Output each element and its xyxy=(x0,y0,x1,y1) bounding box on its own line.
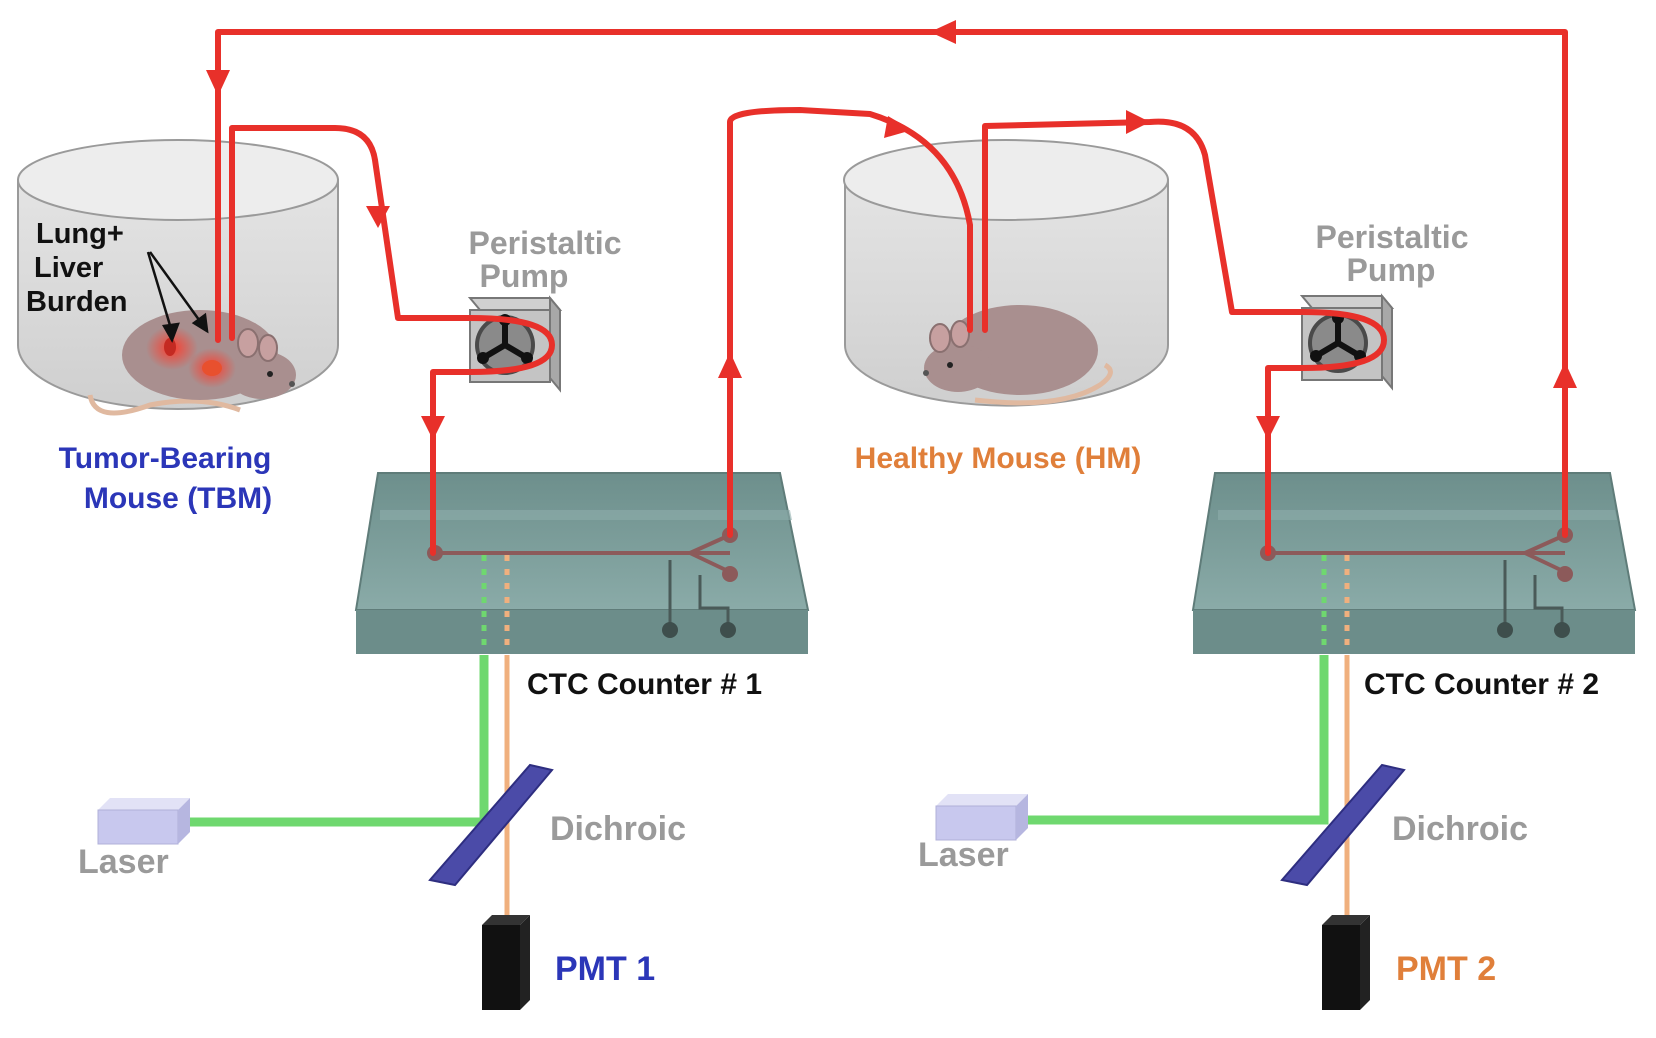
ctc-counter-2-chip xyxy=(1191,472,1637,654)
tbm-label-line2: Mouse (TBM) xyxy=(84,482,272,515)
return-tube-to-tbm xyxy=(215,29,1568,538)
dichroic-mirror-2 xyxy=(1280,763,1406,887)
ctc-counter-1-chip xyxy=(354,472,810,654)
pump2-label-line2: Pump xyxy=(1347,252,1436,288)
counter1-to-hm-tube xyxy=(727,107,973,538)
burden-arrows xyxy=(146,251,209,343)
liver-burden-text: Liver xyxy=(34,252,103,284)
tbm-label-line1: Tumor-Bearing xyxy=(59,442,272,475)
dichroic-mirror-1 xyxy=(428,763,554,887)
blood-tubing xyxy=(215,29,1568,556)
tumor-bearing-mouse xyxy=(87,310,296,416)
laser-1-label: Laser xyxy=(78,843,169,881)
hm-label: Healthy Mouse (HM) xyxy=(855,442,1142,475)
pmt-1-label: PMT 1 xyxy=(555,950,655,988)
laser-1 xyxy=(98,798,190,810)
dichroic-1-label: Dichroic xyxy=(550,810,686,848)
burden-text: Burden xyxy=(26,286,128,318)
pmt-2 xyxy=(1322,915,1370,1010)
pump1-label-line2: Pump xyxy=(480,258,569,294)
pump2-label-line1: Peristaltic xyxy=(1316,219,1469,255)
laser-2 xyxy=(936,794,1028,806)
lung-burden-text: Lung+ xyxy=(36,218,124,250)
laser-beam-1 xyxy=(190,655,489,827)
optics-2 xyxy=(935,555,1406,1010)
pmt-1 xyxy=(482,915,530,1010)
flow-arrows xyxy=(206,20,1577,440)
ctc-counter-2-label: CTC Counter # 2 xyxy=(1364,668,1599,701)
laser-beam-2 xyxy=(1028,655,1329,825)
peristaltic-pump-1 xyxy=(467,295,563,393)
pmt-2-label: PMT 2 xyxy=(1396,950,1496,988)
optics-1 xyxy=(97,555,554,1010)
ctc-counter-1-label: CTC Counter # 1 xyxy=(527,668,762,701)
dichroic-2-label: Dichroic xyxy=(1392,810,1528,848)
laser-2-label: Laser xyxy=(918,836,1009,874)
pump1-label-line1: Peristaltic xyxy=(469,225,622,261)
healthy-mouse xyxy=(923,305,1113,406)
hm-to-counter2-tube xyxy=(982,118,1387,556)
tbm-to-counter1-tube xyxy=(229,125,555,556)
lung-liver-burden-label: Lung+ Liver Burden xyxy=(26,218,209,343)
